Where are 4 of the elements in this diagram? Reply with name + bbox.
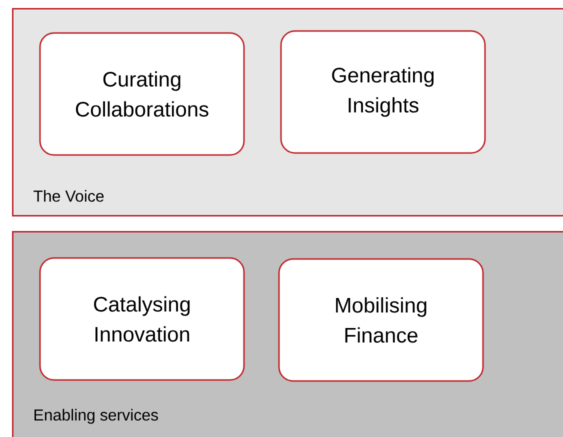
rounded-box: Curating Collaborations bbox=[39, 32, 245, 156]
rounded-box: Mobilising Finance bbox=[278, 258, 484, 382]
rounded-box: Generating Insights bbox=[280, 30, 486, 154]
rounded-box: Catalysing Innovation bbox=[39, 257, 245, 381]
